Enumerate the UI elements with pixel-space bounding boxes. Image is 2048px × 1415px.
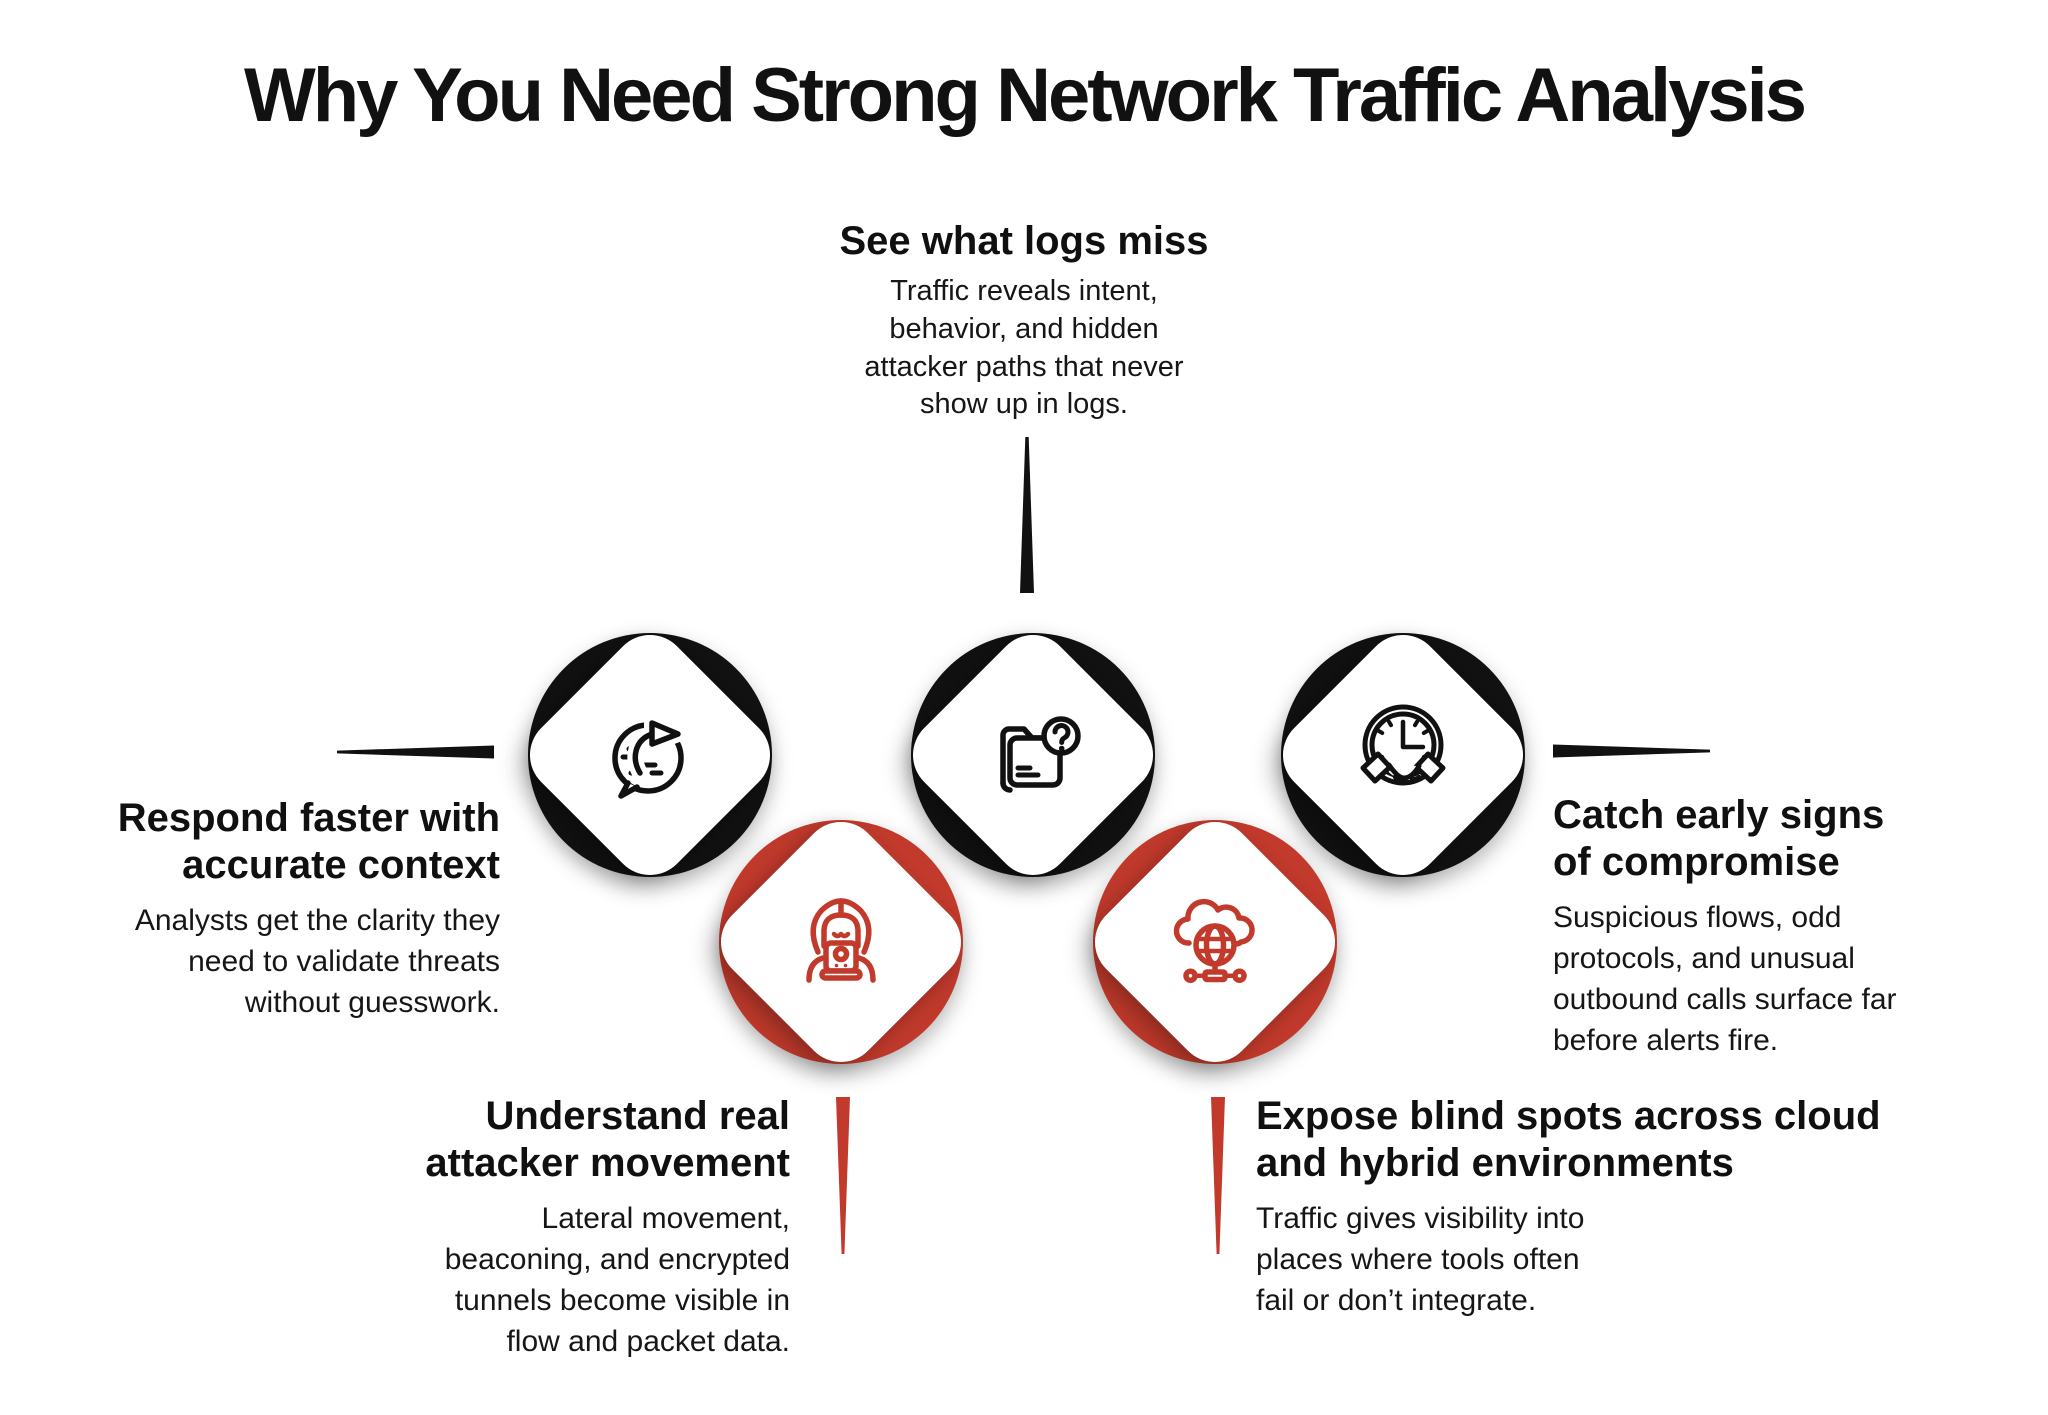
- section-heading: Respond faster with accurate context: [117, 796, 500, 888]
- connector-bottom-right: [1211, 1097, 1225, 1254]
- section-body: Lateral movement, beaconing, and encrypt…: [444, 1202, 790, 1358]
- hacker-laptop-icon: [781, 882, 901, 1002]
- section-heading: Understand real attacker movement: [425, 1094, 790, 1186]
- section-heading: See what logs miss: [839, 219, 1209, 263]
- section-body: Traffic gives visibility into places whe…: [1256, 1202, 1585, 1317]
- section-respond-faster: Respond faster with accurate context Ana…: [0, 795, 500, 1024]
- cloud-network-icon: [1155, 882, 1275, 1002]
- page-title: Why You Need Strong Network Traffic Anal…: [243, 53, 1807, 138]
- connector-middle-right: [1553, 744, 1710, 758]
- chat-share-arrow-icon: [590, 695, 710, 815]
- section-expose-blind-spots: Expose blind spots across cloud and hybr…: [1256, 1093, 1936, 1322]
- diamond-chat-share: [514, 619, 786, 891]
- connector-bottom-left: [836, 1097, 850, 1254]
- section-understand-attacker-movement: Understand real attacker movement Latera…: [190, 1093, 790, 1363]
- diamond-folder-question: [897, 619, 1169, 891]
- diamond-hacker: [705, 806, 977, 1078]
- connector-middle-left: [337, 745, 494, 759]
- diamond-cloud-network: [1079, 806, 1351, 1078]
- connector-top-center: [1020, 437, 1034, 593]
- section-body: Analysts get the clarity they need to va…: [134, 904, 500, 1019]
- section-see-what-logs-miss: See what logs miss Traffic reveals inten…: [674, 218, 1374, 424]
- section-catch-early-signs: Catch early signs of compromise Suspicio…: [1553, 792, 2033, 1062]
- section-body: Suspicious flows, odd protocols, and unu…: [1553, 901, 1897, 1057]
- handshake-clock-icon: [1343, 695, 1463, 815]
- section-body: Traffic reveals intent, behavior, and hi…: [864, 275, 1184, 421]
- section-heading: Expose blind spots across cloud and hybr…: [1256, 1094, 1881, 1186]
- folder-question-icon: [973, 695, 1093, 815]
- section-heading: Catch early signs of compromise: [1553, 793, 1885, 885]
- diamond-handshake-clock: [1267, 619, 1539, 891]
